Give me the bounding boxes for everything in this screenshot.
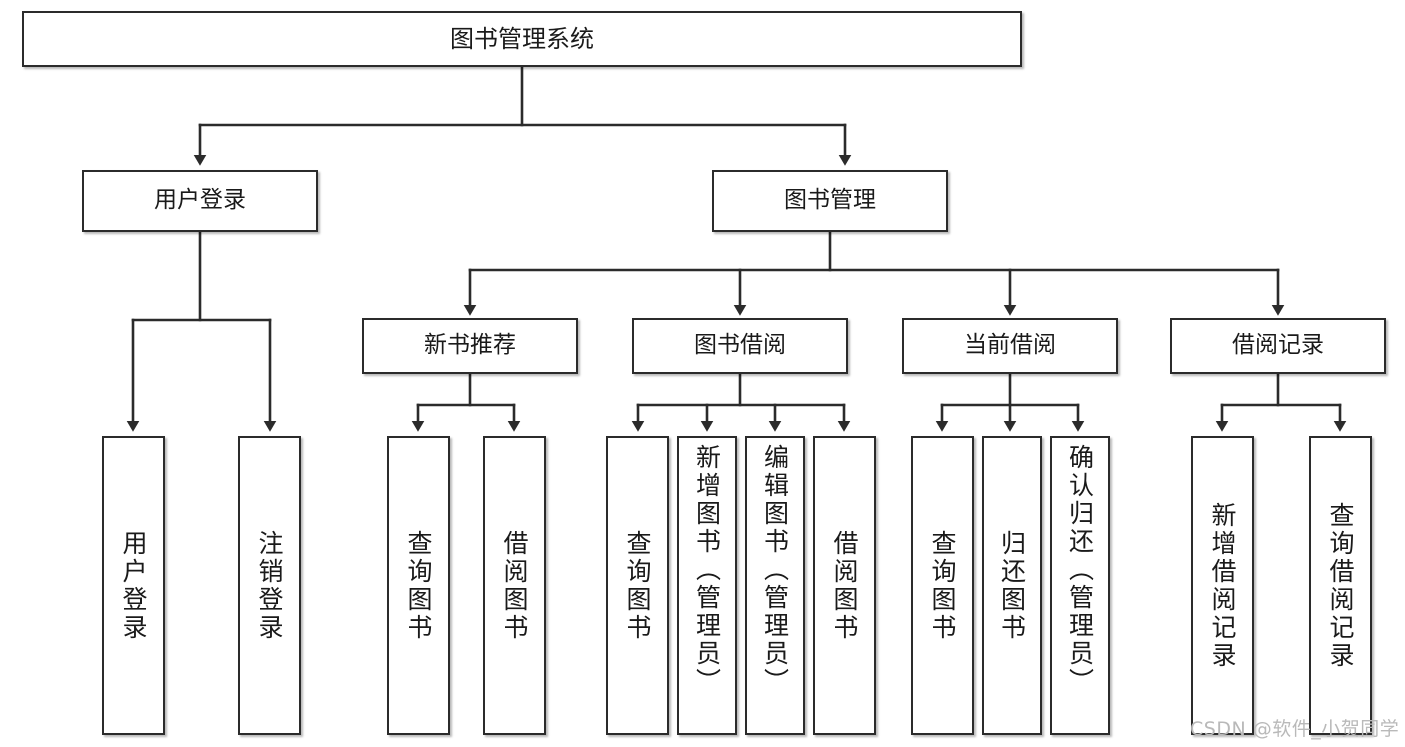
- node-label: 图书借阅: [694, 332, 786, 359]
- node-new-book-recommend[interactable]: 新书推荐: [362, 318, 578, 374]
- node-label: 编辑图书（管理员）: [760, 444, 790, 696]
- node-label: 查询图书: [623, 529, 652, 642]
- node-label: 图书管理: [784, 187, 876, 214]
- node-label: 新增借阅记录: [1208, 501, 1237, 670]
- leaf-add-borrow-record[interactable]: 新增借阅记录: [1191, 436, 1254, 735]
- node-label: 借阅图书: [830, 529, 859, 642]
- leaf-query-book-current[interactable]: 查询图书: [911, 436, 974, 735]
- leaf-query-book-borrow[interactable]: 查询图书: [606, 436, 669, 735]
- node-label: 用户登录: [154, 187, 246, 214]
- leaf-logout-login[interactable]: 注销登录: [238, 436, 301, 735]
- node-user-login[interactable]: 用户登录: [82, 170, 318, 232]
- node-label: 新增图书（管理员）: [692, 444, 722, 696]
- node-label: 查询图书: [928, 529, 957, 642]
- node-book-management[interactable]: 图书管理: [712, 170, 948, 232]
- node-label: 注销登录: [255, 529, 284, 642]
- leaf-user-login[interactable]: 用户登录: [102, 436, 165, 735]
- leaf-query-borrow-record[interactable]: 查询借阅记录: [1309, 436, 1372, 735]
- node-label: 借阅图书: [500, 529, 529, 642]
- node-label: 图书管理系统: [450, 24, 594, 53]
- node-current-borrow[interactable]: 当前借阅: [902, 318, 1118, 374]
- node-label: 查询借阅记录: [1326, 501, 1355, 670]
- node-label: 新书推荐: [424, 332, 516, 359]
- leaf-return-book[interactable]: 归还图书: [982, 436, 1042, 735]
- node-label: 用户登录: [119, 529, 148, 642]
- leaf-borrow-book-borrow[interactable]: 借阅图书: [813, 436, 876, 735]
- node-root-book-management-system[interactable]: 图书管理系统: [22, 11, 1022, 67]
- node-label: 当前借阅: [964, 332, 1056, 359]
- node-label: 归还图书: [997, 529, 1027, 642]
- leaf-edit-book-admin[interactable]: 编辑图书（管理员）: [745, 436, 805, 735]
- leaf-query-book-recommend[interactable]: 查询图书: [387, 436, 450, 735]
- node-borrow-record[interactable]: 借阅记录: [1170, 318, 1386, 374]
- node-label: 借阅记录: [1232, 332, 1324, 359]
- leaf-borrow-book-recommend[interactable]: 借阅图书: [483, 436, 546, 735]
- csdn-watermark: CSDN @软件_小贺同学: [1190, 718, 1400, 740]
- leaf-confirm-return-admin[interactable]: 确认归还（管理员）: [1050, 436, 1110, 735]
- node-label: 查询图书: [404, 529, 433, 642]
- leaf-add-book-admin[interactable]: 新增图书（管理员）: [677, 436, 737, 735]
- node-label: 确认归还（管理员）: [1065, 444, 1095, 696]
- node-book-borrow[interactable]: 图书借阅: [632, 318, 848, 374]
